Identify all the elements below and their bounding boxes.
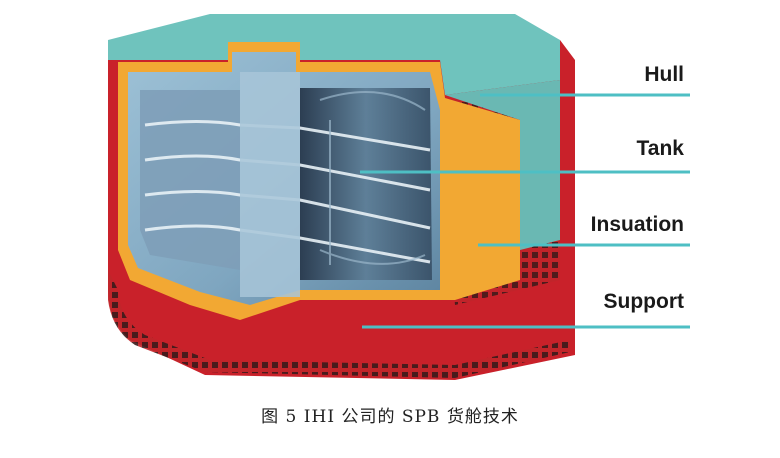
tank-label: Tank — [636, 137, 684, 160]
tank-stiffeners — [144, 120, 431, 264]
leader-lines — [360, 93, 690, 329]
tank-interior-frames — [319, 91, 426, 265]
tank-left-interior — [140, 90, 240, 270]
hull-label: Hull — [644, 63, 684, 86]
tank-centre-bulkhead — [240, 72, 300, 297]
insulation-label: Insuation — [590, 213, 684, 236]
hull-deck-side — [445, 80, 560, 250]
support-label: Support — [603, 290, 684, 313]
tank-interior — [300, 88, 432, 280]
hull-deck-top — [108, 14, 560, 95]
figure-caption: 图 5 IHI 公司的 SPB 货舱技术 — [261, 407, 519, 427]
